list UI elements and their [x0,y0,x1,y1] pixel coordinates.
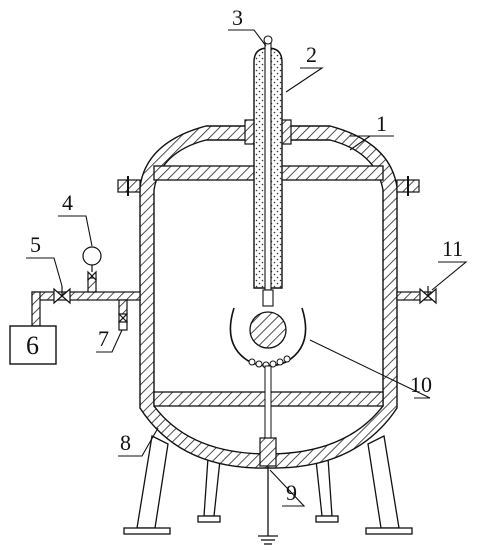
gas-source-box [9,325,57,365]
bottom-electrode [258,437,278,545]
right-outlet [396,286,437,305]
part-labels: 1 2 3 4 5 6 7 8 9 10 11 [26,5,463,505]
label-7: 7 [98,326,109,351]
label-4: 4 [62,190,73,215]
label-2: 2 [306,42,317,67]
label-6: 6 [26,331,39,360]
left-piping [31,277,141,327]
label-8: 8 [120,430,131,455]
label-3: 3 [232,5,243,30]
label-1: 1 [376,111,387,136]
label-5: 5 [30,232,41,257]
valve-5 [53,286,71,305]
leader-lines [26,29,468,507]
pressure-gauge-4 [82,246,102,282]
label-10: 10 [410,372,432,397]
vessel-flanges [117,176,420,196]
valve-7 [118,312,128,331]
label-11: 11 [442,236,463,261]
sample-holder [229,289,307,467]
label-9: 9 [286,480,297,505]
electrode-housing [244,35,292,291]
